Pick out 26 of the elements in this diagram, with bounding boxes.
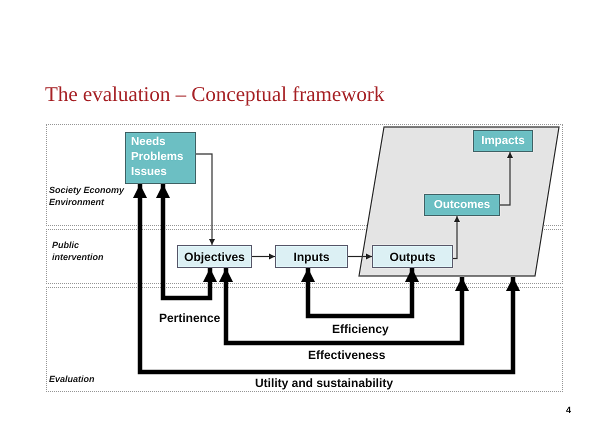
process-box: Objectives: [177, 245, 252, 268]
page-number: 4: [566, 405, 572, 415]
box-text: Issues: [131, 165, 167, 180]
process-box: Outcomes: [424, 194, 500, 216]
arrow: [453, 216, 460, 260]
lane-label: Evaluation: [49, 373, 96, 385]
slide-title: The evaluation – Conceptual framework: [45, 82, 384, 107]
lane-label: Public intervention: [52, 239, 105, 263]
arrow: [301, 268, 419, 318]
lane-label: Society Economy Environment: [49, 184, 126, 208]
edge-label: Pertinence: [157, 311, 222, 325]
arrow: [348, 254, 372, 260]
edge-label: Efficiency: [330, 322, 391, 336]
box-text: Needs: [131, 135, 166, 150]
arrow: [196, 153, 215, 245]
arrow: [156, 184, 217, 300]
arrow: [133, 184, 520, 374]
edge-label: Utility and sustainability: [253, 376, 396, 390]
edge-label: Effectiveness: [306, 348, 388, 362]
arrow: [252, 254, 275, 260]
arrow: [500, 152, 513, 206]
arrow: [219, 268, 469, 346]
box-text: Problems: [131, 150, 184, 165]
process-box: Inputs: [275, 245, 348, 268]
process-box: Outputs: [372, 245, 453, 268]
process-box: Impacts: [473, 130, 533, 152]
